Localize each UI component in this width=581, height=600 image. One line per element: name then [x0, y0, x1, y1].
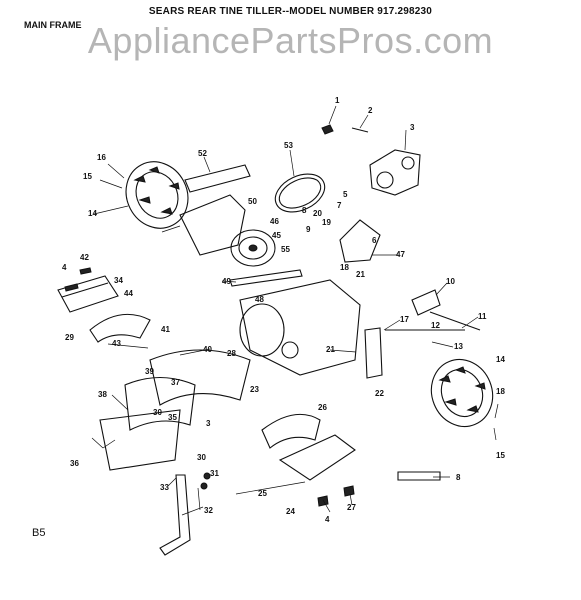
callout-16: 16 — [97, 153, 106, 162]
callout-46: 46 — [270, 217, 279, 226]
callout-14b: 14 — [496, 355, 505, 364]
axle-rods[interactable] — [385, 311, 481, 331]
callout-28: 28 — [227, 349, 236, 358]
section-label: MAIN FRAME — [24, 20, 82, 30]
callout-9: 9 — [306, 225, 311, 234]
shield-29[interactable] — [89, 313, 151, 343]
callout-24: 24 — [286, 507, 295, 516]
callout-27: 27 — [347, 503, 356, 512]
handle-8[interactable] — [397, 471, 441, 481]
bracket-22[interactable] — [364, 327, 383, 379]
callout-22: 22 — [375, 389, 384, 398]
callout-42: 42 — [80, 253, 89, 262]
callout-40: 40 — [203, 345, 212, 354]
callout-21: 21 — [356, 270, 365, 279]
callout-20: 20 — [313, 209, 322, 218]
callout-labels: 1 2 3 16 15 14 52 53 5 7 50 46 8 20 19 9… — [62, 96, 505, 524]
callout-53: 53 — [284, 141, 293, 150]
callout-52: 52 — [198, 149, 207, 158]
callout-6: 6 — [372, 236, 377, 245]
callout-11: 11 — [478, 312, 487, 321]
callout-31: 31 — [210, 469, 219, 478]
callout-18: 18 — [340, 263, 349, 272]
callout-36: 36 — [70, 459, 79, 468]
callout-41: 41 — [161, 325, 170, 334]
callout-23: 23 — [250, 385, 259, 394]
leader-lines — [91, 105, 499, 516]
callout-21b: 21 — [326, 345, 335, 354]
transmission-housing[interactable] — [321, 124, 421, 196]
callout-33: 33 — [160, 483, 169, 492]
callout-49: 49 — [222, 277, 231, 286]
block-10[interactable] — [411, 289, 441, 316]
tine-hood-28[interactable] — [149, 349, 251, 406]
callout-50: 50 — [248, 197, 257, 206]
shield-25[interactable] — [278, 434, 356, 481]
cover-37[interactable] — [124, 377, 196, 431]
callout-30b: 30 — [197, 453, 206, 462]
shield-52[interactable] — [184, 164, 251, 193]
right-tire[interactable] — [421, 350, 502, 436]
belt-guard-51[interactable] — [179, 194, 246, 256]
callout-5: 5 — [343, 190, 348, 199]
callout-4b: 4 — [325, 515, 330, 524]
callout-34: 34 — [114, 276, 123, 285]
shield-26[interactable] — [261, 413, 321, 449]
callout-44: 44 — [124, 289, 133, 298]
callout-2: 2 — [368, 106, 373, 115]
callout-18b: 18 — [496, 387, 505, 396]
depth-bar-32[interactable] — [159, 474, 191, 556]
belt-53[interactable] — [269, 167, 330, 220]
pulley-50[interactable] — [230, 229, 276, 267]
callout-15b: 15 — [496, 451, 505, 460]
plate-44[interactable] — [57, 275, 119, 313]
callout-35: 35 — [168, 413, 177, 422]
callout-48: 48 — [255, 295, 264, 304]
callout-10: 10 — [446, 277, 455, 286]
callout-12: 12 — [431, 321, 440, 330]
callout-43: 43 — [112, 339, 121, 348]
callout-55: 55 — [281, 245, 290, 254]
diagram-title: SEARS REAR TINE TILLER--MODEL NUMBER 917… — [148, 6, 433, 17]
callout-4: 4 — [62, 263, 67, 272]
callout-7: 7 — [337, 201, 342, 210]
callout-13: 13 — [454, 342, 463, 351]
callout-26: 26 — [318, 403, 327, 412]
callout-29: 29 — [65, 333, 74, 342]
callout-17: 17 — [400, 315, 409, 324]
shaft[interactable] — [229, 269, 303, 287]
callout-38: 38 — [98, 390, 107, 399]
left-tire[interactable] — [115, 151, 200, 239]
callout-15: 15 — [83, 172, 92, 181]
callout-19: 19 — [322, 218, 331, 227]
callout-1: 1 — [335, 96, 340, 105]
callout-25: 25 — [258, 489, 267, 498]
callout-3b: 3 — [206, 419, 211, 428]
callout-3: 3 — [410, 123, 415, 132]
callout-8: 8 — [302, 206, 307, 215]
small-parts — [64, 267, 355, 507]
callout-8b: 8 — [456, 473, 461, 482]
watermark: AppliancePartsPros.com — [87, 20, 494, 61]
callout-14: 14 — [88, 209, 97, 218]
callout-45: 45 — [272, 231, 281, 240]
main-frame[interactable] — [239, 219, 381, 376]
callout-30: 30 — [153, 408, 162, 417]
callout-37: 37 — [171, 378, 180, 387]
flap-35[interactable] — [99, 409, 181, 471]
callout-39: 39 — [145, 367, 154, 376]
callout-47: 47 — [396, 250, 405, 259]
callout-32: 32 — [204, 506, 213, 515]
page-code: B5 — [32, 527, 46, 539]
